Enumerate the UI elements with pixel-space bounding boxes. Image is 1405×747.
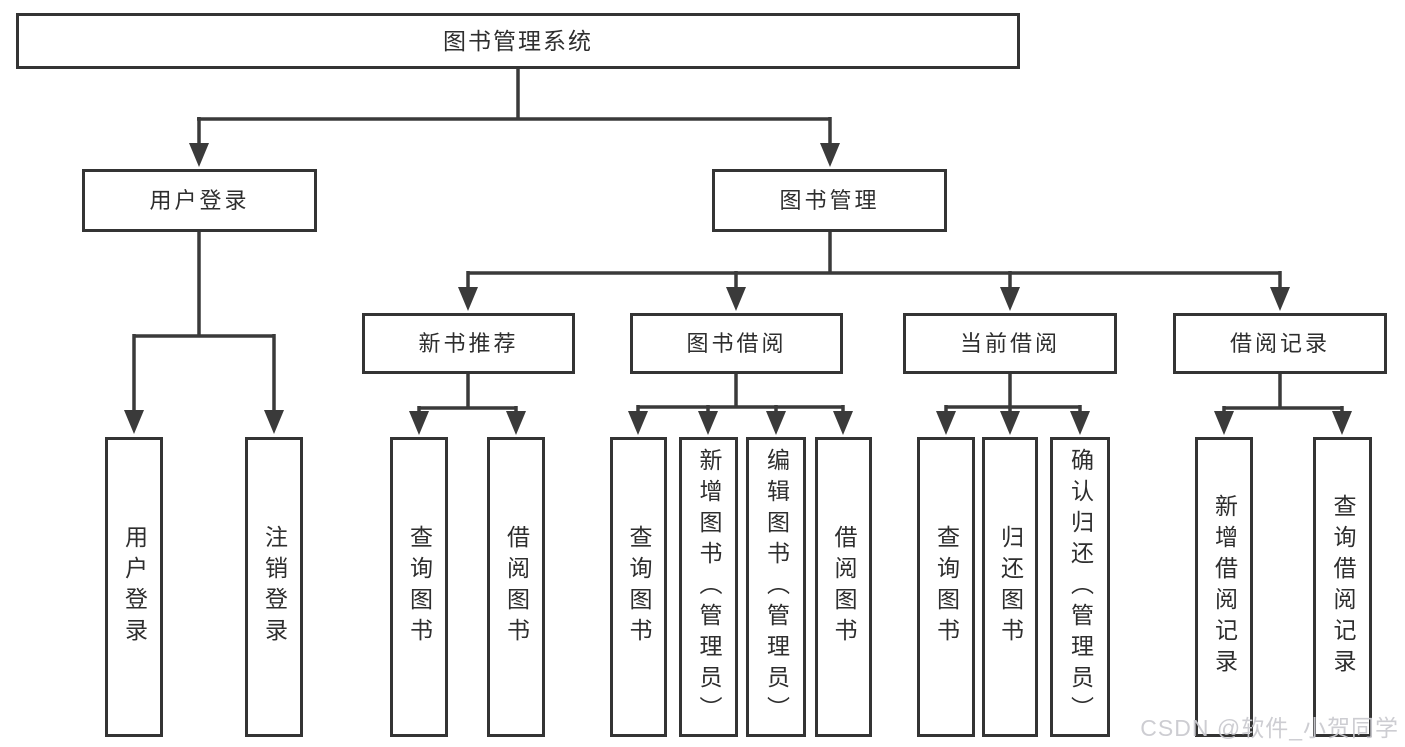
node-leaf-borrow-books-1: 借阅图书: [487, 437, 545, 737]
node-label: 图书借阅: [686, 330, 787, 356]
node-label: 新增图书（管理员）: [696, 447, 722, 727]
node-leaf-confirm-return-admin: 确认归还（管理员）: [1050, 437, 1110, 737]
node-label: 确认归还（管理员）: [1067, 447, 1094, 727]
node-borrowing-records: 借阅记录: [1173, 313, 1387, 374]
node-label: 编辑图书（管理员）: [763, 447, 790, 727]
node-current-borrowing: 当前借阅: [903, 313, 1117, 374]
node-label: 图书管理系统: [443, 27, 593, 54]
node-label: 新书推荐: [418, 330, 519, 356]
node-label: 借阅记录: [1229, 330, 1330, 356]
connector-new-book-rec-to-leaves: [417, 374, 518, 413]
node-leaf-logout: 注销登录: [245, 437, 303, 737]
node-label: 用户登录: [121, 525, 148, 649]
node-leaf-add-borrow-record: 新增借阅记录: [1195, 437, 1253, 737]
node-label: 新增借阅记录: [1211, 494, 1238, 680]
node-leaf-query-books-3: 查询图书: [917, 437, 975, 737]
node-label: 图书管理: [779, 187, 880, 213]
node-new-book-recommendation: 新书推荐: [362, 313, 575, 374]
node-leaf-query-borrow-record: 查询借阅记录: [1313, 437, 1372, 737]
node-label: 查询图书: [406, 525, 433, 649]
connector-book-management-to-level3: [466, 232, 1282, 288]
node-label: 注销登录: [261, 525, 288, 649]
node-book-management: 图书管理: [712, 169, 947, 232]
arrowheads: [124, 143, 1352, 435]
node-leaf-add-books-admin: 新增图书（管理员）: [679, 437, 738, 737]
node-leaf-return-books: 归还图书: [982, 437, 1038, 737]
node-book-borrowing: 图书借阅: [630, 313, 843, 374]
connector-root-to-level2: [197, 69, 832, 145]
connector-current-borrow-to-leaves: [944, 374, 1082, 413]
node-label: 借阅图书: [831, 525, 857, 649]
node-label: 借阅图书: [503, 525, 530, 649]
node-label: 查询借阅记录: [1330, 494, 1356, 680]
node-label: 用户登录: [149, 187, 250, 213]
node-user-login: 用户登录: [82, 169, 317, 232]
connector-book-borrow-to-leaves: [636, 374, 845, 413]
node-leaf-query-books-1: 查询图书: [390, 437, 448, 737]
node-library-management-system: 图书管理系统: [16, 13, 1020, 69]
csdn-watermark: CSDN @软件_小贺同学: [1140, 715, 1399, 741]
connector-borrow-records-to-leaves: [1222, 374, 1344, 413]
node-leaf-borrow-books-2: 借阅图书: [815, 437, 872, 737]
node-label: 当前借阅: [959, 330, 1060, 356]
node-leaf-query-books-2: 查询图书: [610, 437, 667, 737]
node-leaf-edit-books-admin: 编辑图书（管理员）: [746, 437, 806, 737]
connector-user-login-to-leaves: [132, 232, 276, 411]
node-leaf-user-login: 用户登录: [105, 437, 163, 737]
node-label: 查询图书: [933, 525, 960, 649]
node-label: 查询图书: [626, 525, 652, 649]
node-label: 归还图书: [997, 525, 1024, 649]
